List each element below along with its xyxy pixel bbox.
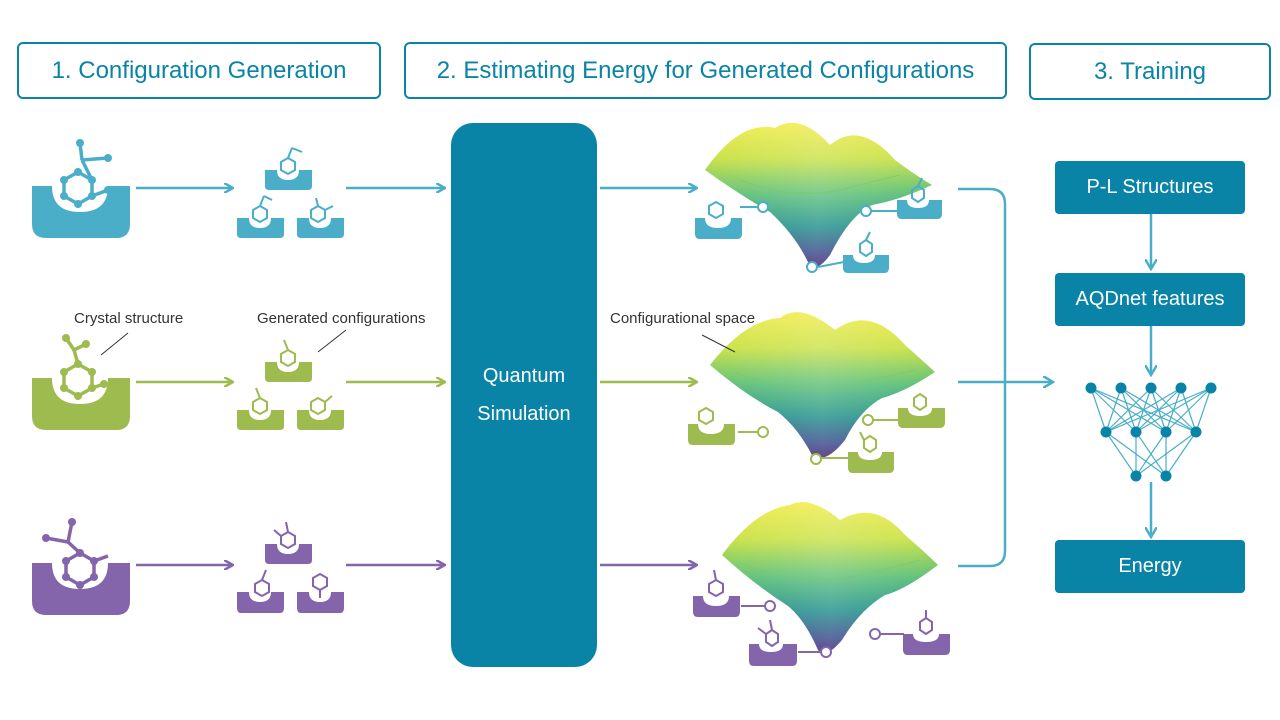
simulation-label: Simulation [477,403,571,425]
row-blue [32,122,942,273]
stage-3-header: 3. Training [1029,43,1271,100]
crystal-structure-purple-icon [32,518,130,615]
stage-3-title: 3. Training [1093,57,1207,85]
stage-2-header: 2. Estimating Energy for Generated Confi… [404,42,1007,99]
quantum-label: Quantum [482,365,566,387]
crystal-structure-blue-icon [32,139,130,238]
row-green [32,312,945,473]
merge-connector [958,187,1052,568]
generated-configurations-purple-icon [237,521,344,613]
quantum-simulation-block: Quantum Simulation [451,123,597,667]
generated-configurations-blue-icon [237,147,344,238]
crystal-structure-green-icon [32,334,130,430]
stage-1-header: 1. Configuration Generation [17,42,381,99]
aqdnet-features-box: AQDnet features [1055,273,1245,326]
surface-configs-purple-icon [693,569,950,666]
row-purple [32,502,950,666]
energy-surface-blue [705,122,932,268]
generated-configurations-annotation: Generated configurations [257,310,426,327]
generated-configurations-green-icon [237,339,344,430]
neural-network-icon [1085,382,1217,482]
pl-structures-label: P-L Structures [1086,176,1214,198]
pl-structures-box: P-L Structures [1055,161,1245,214]
stage-2-title: 2. Estimating Energy for Generated Confi… [436,56,975,84]
energy-surface-green [710,312,935,458]
surface-configs-green-icon [688,392,945,473]
configurational-space-annotation: Configurational space [610,310,756,327]
energy-box: Energy [1055,540,1245,593]
aqdnet-features-label: AQDnet features [1075,288,1225,310]
crystal-structure-annotation: Crystal structure [74,310,184,327]
energy-label: Energy [1118,555,1182,577]
surface-configs-blue-icon [695,177,942,273]
energy-surface-purple [722,502,938,654]
stage-1-title: 1. Configuration Generation [51,56,347,84]
